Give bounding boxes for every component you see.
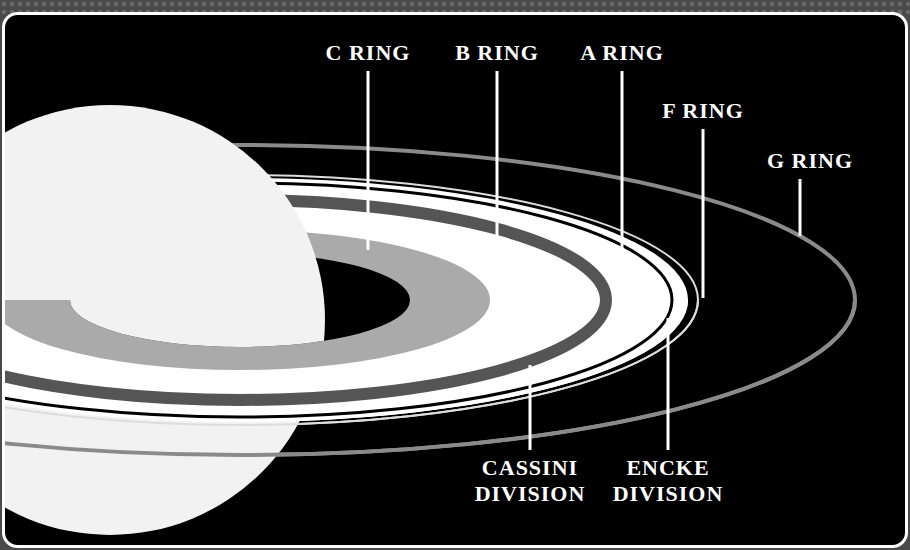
ring-label: CASSINI DIVISION [460, 455, 600, 507]
leader-line [702, 129, 705, 298]
leader-line [799, 179, 802, 236]
dotted-strip [0, 0, 910, 14]
leader-line [621, 71, 624, 255]
leader-line [367, 71, 370, 250]
ring-label: B RING [455, 40, 539, 66]
leader-line [667, 318, 670, 450]
ring-label: A RING [580, 40, 664, 66]
saturn-planet-lower [5, 105, 325, 535]
ring-label: C RING [326, 40, 411, 66]
leader-line [496, 71, 499, 240]
ring-label: ENCKE DIVISION [598, 455, 738, 507]
ring-label: F RING [662, 98, 744, 124]
ring-label: G RING [767, 148, 853, 174]
leader-lines [368, 71, 800, 450]
leader-line [529, 365, 532, 450]
